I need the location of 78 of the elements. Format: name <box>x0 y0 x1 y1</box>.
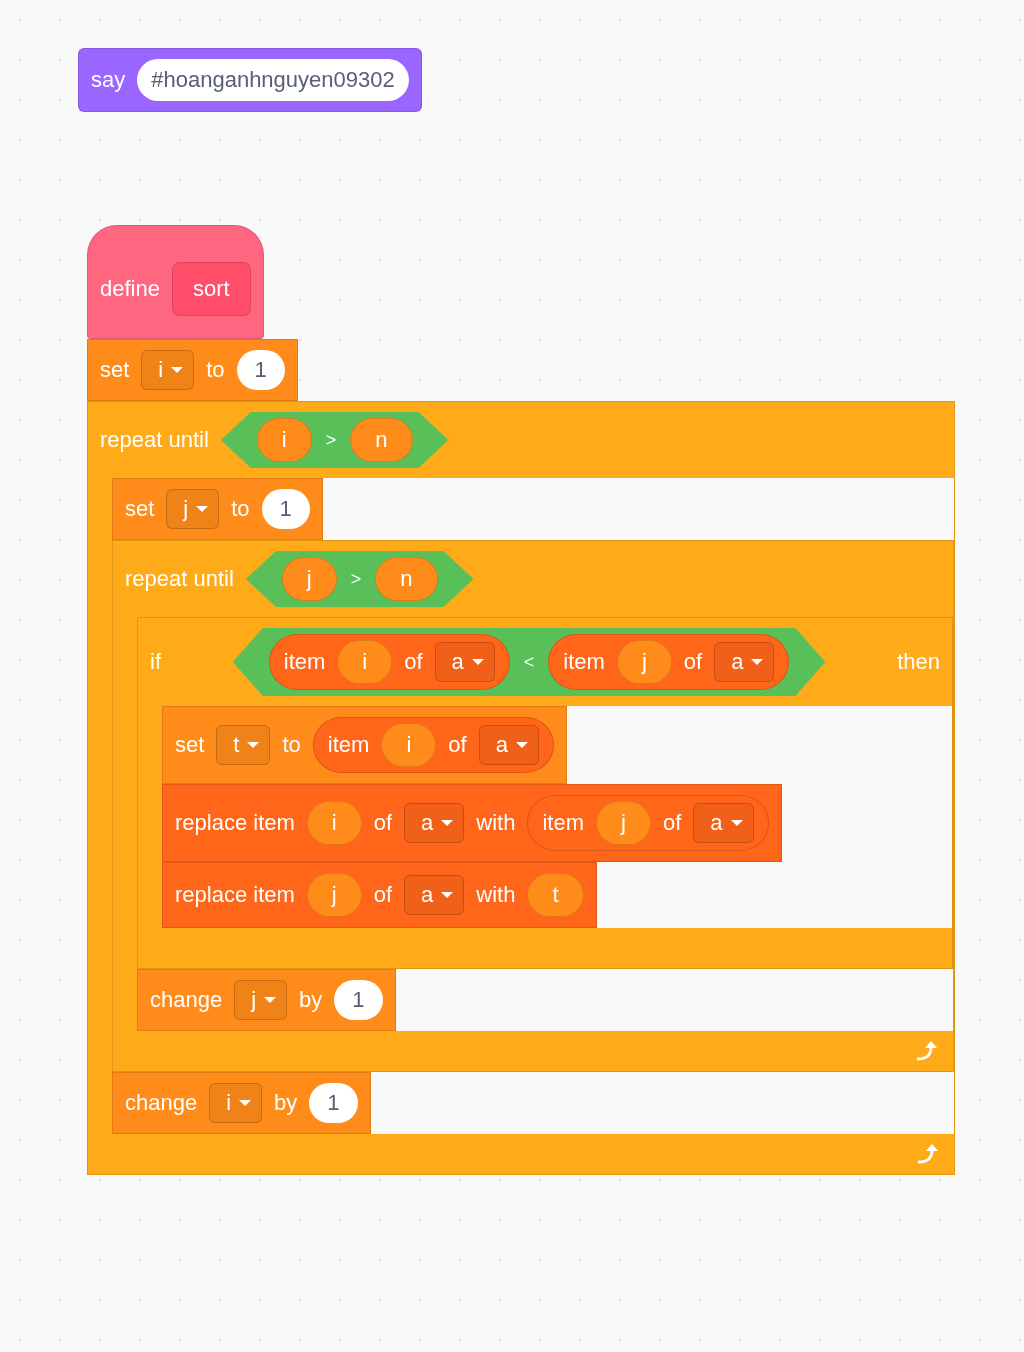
list-item-reporter <box>312 717 554 773</box>
block-label: sort <box>192 276 230 302</box>
number-input: 1 <box>236 350 285 390</box>
set-variable-block <box>162 706 567 784</box>
block-label: define <box>100 276 160 302</box>
block-label: with <box>476 810 516 836</box>
block-label: item <box>283 649 326 675</box>
operator-label: < <box>523 651 535 673</box>
replace-item-block <box>162 784 782 862</box>
variable-reporter: n <box>350 418 413 462</box>
block-label: say <box>91 67 126 93</box>
variable-reporter: i <box>256 418 312 462</box>
variable-dropdown: a <box>714 642 775 682</box>
variable-dropdown: j <box>166 489 220 529</box>
variable-reporter: t <box>527 873 584 917</box>
variable-dropdown: i <box>141 350 195 390</box>
block-label: then <box>897 649 940 675</box>
block-label: by <box>274 1090 298 1116</box>
variable-dropdown: a <box>434 642 495 682</box>
block-label: to <box>282 732 301 758</box>
block-label: of <box>662 810 682 836</box>
block-label: with <box>476 882 516 908</box>
variable-dropdown: a <box>404 875 465 915</box>
block-label: of <box>373 810 393 836</box>
block-label: repeat until <box>125 566 234 592</box>
set-variable-block <box>112 478 323 540</box>
number-input: 1 <box>334 980 383 1020</box>
block-label: change <box>125 1090 198 1116</box>
block-label: by <box>299 987 323 1013</box>
repeat-until-block <box>112 540 954 1072</box>
variable-dropdown: a <box>404 803 465 843</box>
variable-reporter: j <box>616 640 672 684</box>
operator-label: > <box>325 429 337 451</box>
repeat-until-block <box>87 401 955 1175</box>
block-label: item <box>563 649 605 675</box>
block-label: set <box>175 732 205 758</box>
block-label: of <box>683 649 703 675</box>
variable-reporter: j <box>596 801 651 845</box>
block-label: of <box>404 649 423 675</box>
variable-dropdown: a <box>693 803 754 843</box>
list-item-reporter <box>548 634 790 690</box>
operator-label: > <box>350 568 362 590</box>
list-item-reporter <box>527 795 769 851</box>
variable-reporter: i <box>381 723 437 767</box>
variable-reporter: j <box>306 873 362 917</box>
block-label: to <box>206 357 225 383</box>
variable-reporter: j <box>281 557 337 601</box>
custom-block-name <box>171 262 251 316</box>
variable-dropdown: t <box>216 725 271 765</box>
block-label: replace item <box>175 882 295 908</box>
block-label: item <box>327 732 370 758</box>
block-label: replace item <box>175 810 295 836</box>
block-label: of <box>373 882 393 908</box>
block-label: set <box>100 357 130 383</box>
variable-dropdown: i <box>209 1083 263 1123</box>
say-block <box>78 48 422 112</box>
block-label: change <box>150 987 223 1013</box>
replace-item-block <box>162 862 597 928</box>
block-label: set <box>125 496 155 522</box>
variable-reporter: i <box>337 640 393 684</box>
text-input: #hoanganhnguyen09302 <box>137 59 409 101</box>
block-label: if <box>150 649 161 675</box>
number-input: 1 <box>261 489 310 529</box>
block-label: of <box>448 732 467 758</box>
if-then-block <box>137 617 953 969</box>
set-variable-block <box>87 339 298 401</box>
define-hat-block <box>87 225 264 339</box>
variable-dropdown: j <box>234 980 288 1020</box>
block-label: repeat until <box>100 427 209 453</box>
variable-dropdown: a <box>478 725 539 765</box>
change-variable-block <box>137 969 396 1031</box>
block-label: item <box>542 810 585 836</box>
block-label: to <box>231 496 250 522</box>
list-item-reporter <box>268 634 510 690</box>
variable-reporter: n <box>375 557 438 601</box>
change-variable-block <box>112 1072 371 1134</box>
variable-reporter: i <box>306 801 362 845</box>
number-input: 1 <box>309 1083 358 1123</box>
